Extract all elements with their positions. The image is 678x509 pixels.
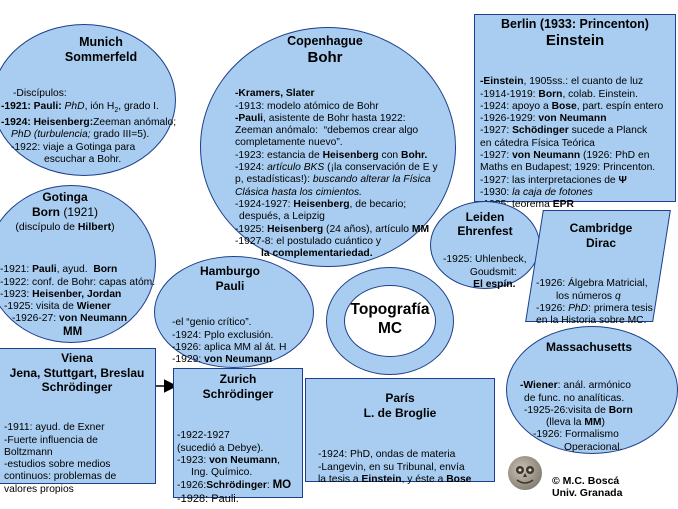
owl-icon [516, 466, 534, 484]
zurich-text: -1922-1927 (sucedió a Debye). -1923: von… [177, 430, 292, 505]
hamburgo-text: -el “genio crítico”. -1924: Pplo exclusi… [172, 317, 287, 366]
node-berlin [474, 14, 676, 202]
node-viena [0, 348, 156, 484]
node-paris [305, 378, 495, 482]
viena-text: -1911: ayud. de Exner -Fuerte influencia… [4, 422, 117, 495]
owl-logo [508, 456, 542, 490]
node-topografia-inner [344, 285, 436, 357]
munich-text: -Discípulos: -1921: Pauli: PhD, ión H2, … [1, 88, 177, 165]
massachusetts-text: -Wiener: anál. armónico de func. no anal… [520, 380, 633, 453]
gotinga-text: -1921: Pauli, ayud. Born -1922: conf. de… [0, 264, 156, 338]
berlin-title: Berlin (1933: Princenton)Einstein [501, 17, 649, 49]
node-hamburgo [154, 256, 314, 368]
paris-text: -1924: PhD, ondas de materia -Langevin, … [318, 449, 472, 485]
node-gotinga [0, 185, 156, 343]
node-copenhague [200, 27, 456, 267]
copenhague-text: -Kramers, Slater -1913: modelo atómico d… [235, 88, 438, 260]
credit: © M.C. Boscá Univ. Granada [552, 474, 623, 500]
node-massachusetts [506, 326, 678, 454]
node-munich [0, 24, 176, 176]
node-zurich [173, 368, 303, 498]
massachusetts-title: Massachusetts [545, 340, 633, 354]
berlin-text: -Einstein, 1905ss.: el cuanto de luz -19… [480, 76, 664, 211]
cambridge-text: -1926: Álgebra Matricial, los números q … [536, 278, 653, 327]
node-leiden [430, 201, 540, 289]
leiden-text: -1925: Uhlenbeck, Goudsmit: El espín. [443, 254, 527, 290]
